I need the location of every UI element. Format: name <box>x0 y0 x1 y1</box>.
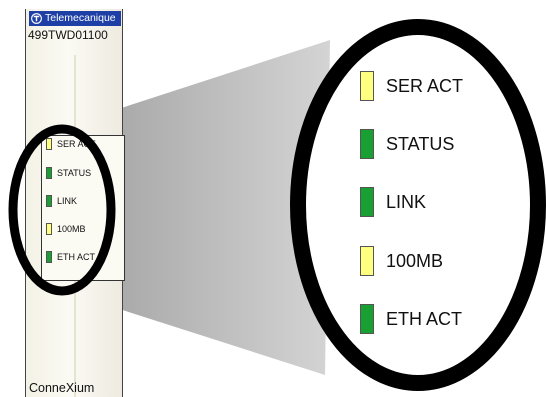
small-led-label: ETH ACT <box>57 252 96 262</box>
big-led-label: ETH ACT <box>386 308 463 329</box>
large-magnifier-lens <box>290 19 546 391</box>
big-led-label: LINK <box>386 191 427 212</box>
telemecanique-logo-icon <box>31 13 42 24</box>
big-led-100mb <box>360 246 374 276</box>
small-led-label: STATUS <box>57 168 92 178</box>
small-led-eth-act <box>46 251 52 263</box>
big-led-row-link: LINK <box>360 187 426 217</box>
big-led-row-status: STATUS <box>360 129 454 159</box>
small-led-row-link: LINK <box>46 194 77 208</box>
big-led-label: SER ACT <box>386 75 464 96</box>
big-led-row-eth-act: ETH ACT <box>360 304 462 334</box>
small-led-ser-act <box>46 138 52 150</box>
small-led-status <box>46 167 52 179</box>
magnifier-beam <box>60 40 330 375</box>
big-led-row-ser-act: SER ACT <box>360 71 463 101</box>
small-led-row-eth-act: ETH ACT <box>46 250 95 264</box>
small-led-100mb <box>46 223 52 235</box>
big-led-status <box>360 129 374 159</box>
brand-label: Telemecanique <box>29 11 121 26</box>
small-led-label: 100MB <box>57 224 86 234</box>
small-led-row-status: STATUS <box>46 166 91 180</box>
big-led-eth-act <box>360 304 374 334</box>
small-led-row-ser-act: SER ACT <box>46 137 96 151</box>
model-number: 499TWD01100 <box>28 28 108 42</box>
small-led-link <box>46 195 52 207</box>
big-led-label: 100MB <box>386 250 444 271</box>
small-led-label: LINK <box>57 196 78 206</box>
big-led-link <box>360 187 374 217</box>
big-led-row-100mb: 100MB <box>360 246 443 276</box>
small-led-label: SER ACT <box>57 139 96 149</box>
small-led-row-100mb: 100MB <box>46 222 86 236</box>
device-module: Telemecanique 499TWD01100 ConneXium <box>25 9 125 397</box>
small-magnifier-ring <box>8 124 116 296</box>
big-led-label: STATUS <box>386 133 455 154</box>
brand-name: Telemecanique <box>45 12 116 24</box>
series-name: ConneXium <box>29 381 95 395</box>
big-led-ser-act <box>360 71 374 101</box>
